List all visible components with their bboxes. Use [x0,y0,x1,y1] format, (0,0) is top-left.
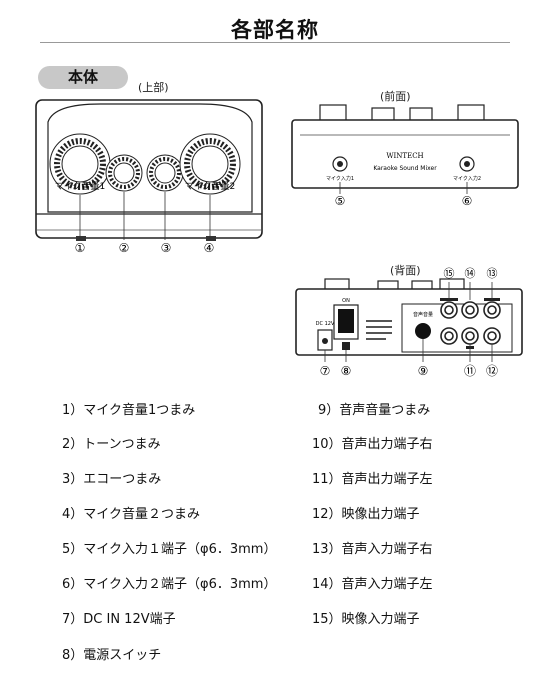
callout-3: ③ [161,241,172,255]
title-divider [40,42,510,43]
callout-12: ⑫ [486,364,498,378]
top-view-device: マイク音量1 マイク音量2 ① ② ③ ④ [35,99,263,255]
knob1-label: マイク音量1 [55,180,106,192]
callout-6: ⑥ [462,194,473,208]
front-view-device: WINTECH Karaoke Sound Mixer マイク入力1 マイク入力… [291,104,519,208]
parts-right-item: 12）映像出力端子 [312,507,420,522]
volume-label: 音声音量 [413,311,433,318]
parts-right-item: 15）映像入力端子 [312,612,420,627]
parts-left-item: 5）マイク入力１端子（φ6．3mm） [62,542,277,557]
page-title: 各部名称 [231,18,319,42]
callout-15-left: ⑮ [444,267,455,280]
back-view-label: (背面) [390,264,421,277]
switch-label: ON [342,298,350,304]
tone-knob [105,154,143,192]
knob4-label: マイク音量2 [185,180,236,192]
top-view-label: (上部) [138,81,169,94]
device-diagram: マイク音量1 マイク音量2 ① ② ③ ④ [35,99,523,378]
callout-9: ⑨ [418,364,429,378]
parts-right-item: 10）音声出力端子右 [312,437,433,452]
mic1-input-jack: マイク入力1 [326,156,354,182]
callout-11: ⑪ [464,364,476,378]
audio-volume-knob [415,323,431,339]
callout-2: ② [119,241,130,255]
mic2-input-jack: マイク入力2 [453,156,481,182]
front-jack-right-label: マイク入力2 [453,175,481,182]
parts-left-item: 6）マイク入力２端子（φ6．3mm） [62,577,277,592]
callout-7: ⑦ [320,364,331,378]
rca-jacks [440,298,501,349]
echo-knob [146,154,184,192]
parts-right-item: 14）音声入力端子左 [312,577,433,592]
parts-left-item: 8）電源スイッチ [62,648,162,663]
parts-right-item: 11）音声出力端子左 [312,472,433,487]
mic2-volume-knob: マイク音量2 [179,133,241,195]
mic1-volume-knob: マイク音量1 [49,133,111,195]
callout-1: ① [75,241,86,255]
callout-4: ④ [204,241,215,255]
callout-14: ⑭ [465,267,476,280]
parts-left-item: 4）マイク音量２つまみ [62,507,201,522]
back-view-device: DC 12V ON 音声音量 [295,267,523,378]
callout-5: ⑤ [335,194,346,208]
brand-text: WINTECH [386,152,423,160]
parts-left-item: 1）マイク音量1つまみ [62,403,196,418]
body-badge: 本体 [38,66,128,89]
callout-13: ⑬ [487,267,498,280]
front-view-label: (前面) [380,90,411,103]
front-jack-left-label: マイク入力1 [326,175,354,182]
parts-left-item: 2）トーンつまみ [62,437,161,452]
callout-8: ⑧ [341,364,352,378]
parts-right-item: 9）音声音量つまみ [318,403,431,418]
dc-label: DC 12V [316,321,335,327]
parts-left-item: 3）エコーつまみ [62,472,162,487]
parts-right-item: 13）音声入力端子右 [312,542,433,557]
model-text: Karaoke Sound Mixer [373,165,437,172]
parts-left-item: 7）DC IN 12V端子 [62,612,176,627]
